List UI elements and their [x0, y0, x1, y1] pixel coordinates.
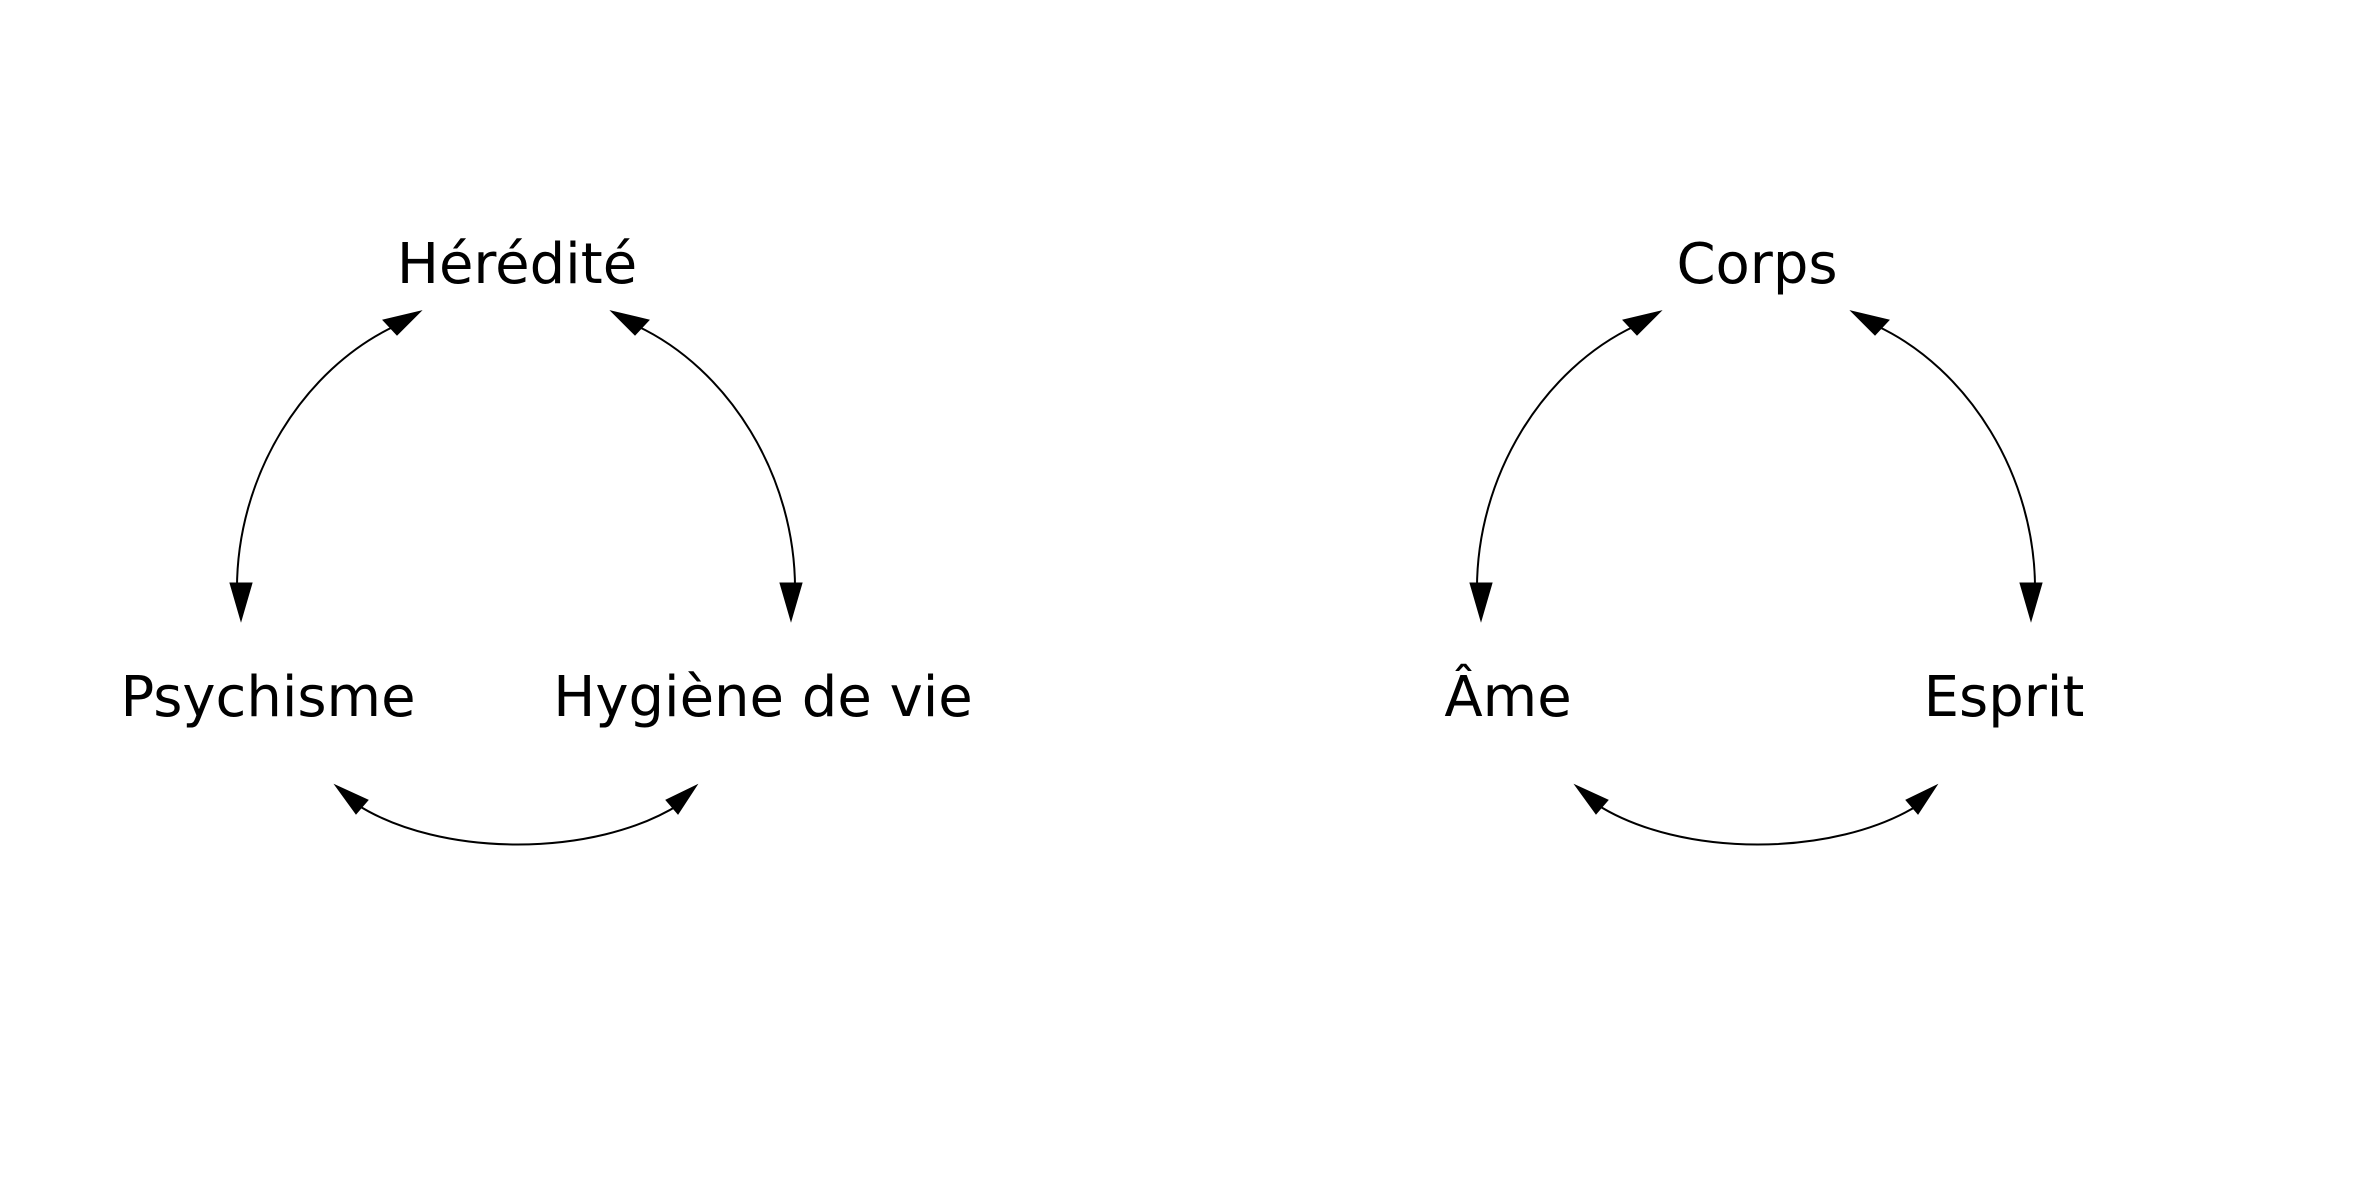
arrowhead-left-2b — [1573, 783, 1609, 815]
arrowhead-right-2b — [1905, 783, 1939, 815]
node-left-1: Psychisme — [120, 665, 415, 730]
arrowhead-top-2a — [1622, 310, 1663, 336]
cycle-diagram-1: Hérédité Psychisme Hygiène de vie — [120, 232, 973, 846]
connector-left-right-2 — [1573, 783, 1939, 846]
arrowhead-top-1b — [609, 310, 650, 336]
connector-left-right-1 — [333, 783, 699, 846]
arrowhead-top-1a — [382, 310, 423, 336]
arrowhead-left-1a — [229, 582, 253, 623]
node-right-1: Hygiène de vie — [553, 665, 973, 730]
connector-top-right-1 — [609, 310, 803, 623]
node-top-2: Corps — [1676, 232, 1837, 297]
arrowhead-top-2b — [1849, 310, 1890, 336]
cycle-diagram-2: Corps Âme Esprit — [1444, 232, 2085, 846]
connector-top-right-2 — [1849, 310, 2043, 623]
arrowhead-right-2a — [2019, 582, 2043, 623]
connector-top-left-1 — [229, 310, 423, 623]
node-top-1: Hérédité — [397, 232, 637, 297]
node-right-2: Esprit — [1924, 665, 2085, 730]
arrowhead-left-2a — [1469, 582, 1493, 623]
arrowhead-right-1a — [779, 582, 803, 623]
node-left-2: Âme — [1444, 665, 1571, 730]
arrowhead-left-1b — [333, 783, 369, 815]
connector-top-left-2 — [1469, 310, 1663, 623]
arrowhead-right-1b — [665, 783, 699, 815]
